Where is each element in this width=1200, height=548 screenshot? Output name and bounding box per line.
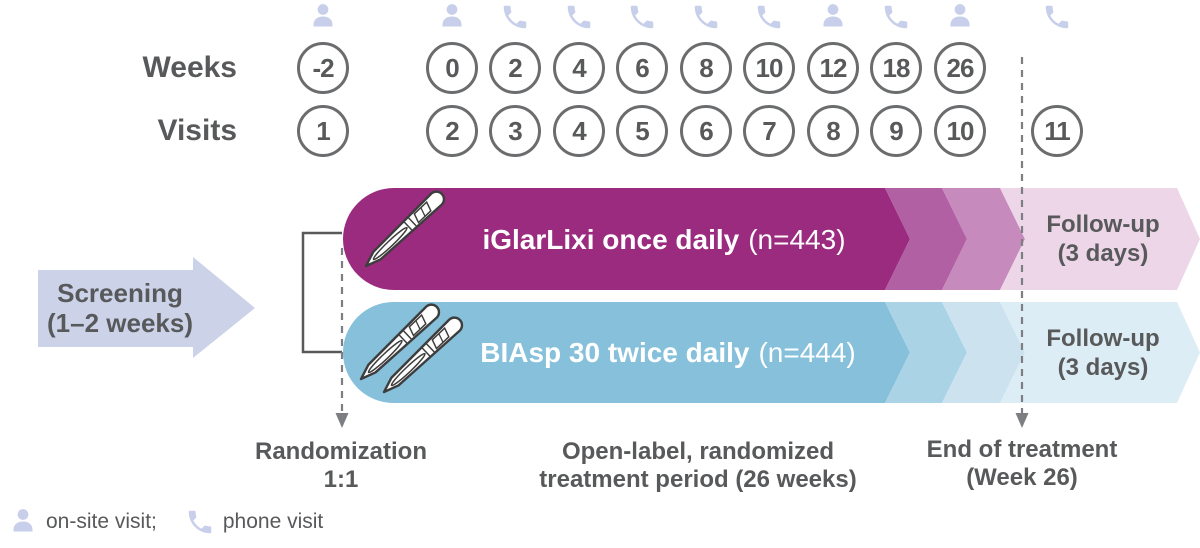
arm1-followup-line2: (3 days) (1057, 240, 1149, 267)
arm2-followup-line1: Follow-up (1046, 325, 1160, 352)
visit-circle: 2 (426, 105, 478, 157)
screening-arrow-shape (38, 257, 255, 358)
arm2-chevron-mid (885, 302, 967, 403)
person-icon (308, 2, 338, 32)
randomization-arrowhead (335, 413, 349, 428)
phone-icon (691, 2, 721, 32)
visits-label: Visits (157, 114, 238, 147)
arm1-bar (343, 188, 910, 290)
arm2-chevron-light (942, 302, 1025, 403)
arm1-label: iGlarLixi once daily (n=443) (482, 224, 845, 256)
week-circle: 2 (489, 42, 541, 94)
visit-circle: 7 (743, 105, 795, 157)
end-of-treatment-line1: End of treatment (926, 436, 1118, 463)
week-circle: -2 (297, 42, 349, 94)
visit-circle: 5 (616, 105, 668, 157)
arm1-followup-arrow (1000, 188, 1200, 290)
person-icon (437, 2, 467, 32)
arm2-name: BIAsp 30 twice daily (480, 337, 750, 368)
week-circle: 8 (680, 42, 732, 94)
visit-circle: 10 (934, 105, 986, 157)
phone-icon (185, 507, 215, 537)
arm2-followup-line2: (3 days) (1057, 354, 1149, 381)
legend-phone-label: phone visit (222, 510, 324, 533)
visit-circle: 6 (680, 105, 732, 157)
weeks-label: Weeks (142, 51, 237, 84)
end-of-treatment-arrowhead (1015, 413, 1029, 428)
arm1-name: iGlarLixi once daily (482, 224, 740, 255)
randomization-line2: 1:1 (323, 466, 359, 493)
visit-circle: 11 (1031, 105, 1083, 157)
legend: on-site visit; phone visit (8, 507, 329, 537)
randomization-line1: Randomization (255, 438, 427, 465)
arm1-followup-line1: Follow-up (1046, 211, 1160, 238)
arm2-followup-arrow (1000, 302, 1200, 403)
arm1-followup-label: Follow-up (3 days) (1046, 210, 1159, 268)
end-of-treatment-note: End of treatment (Week 26) (927, 436, 1118, 492)
treatment-period-line2: treatment period (26 weeks) (539, 466, 857, 493)
arm2-bar (343, 302, 910, 403)
week-circle: 26 (934, 42, 986, 94)
arm2-followup-label: Follow-up (3 days) (1046, 324, 1159, 382)
phone-icon (881, 2, 911, 32)
person-icon (8, 507, 38, 537)
week-circle: 6 (616, 42, 668, 94)
arm1-chevron-mid (885, 188, 967, 290)
end-of-treatment-line2: (Week 26) (966, 464, 1078, 491)
week-circle: 0 (426, 42, 478, 94)
visit-circle: 1 (297, 105, 349, 157)
week-circle: 12 (807, 42, 859, 94)
phone-icon (500, 2, 530, 32)
arm2-label: BIAsp 30 twice daily (n=444) (480, 337, 856, 369)
treatment-period-line1: Open-label, randomized (561, 438, 835, 465)
phone-icon (1042, 2, 1072, 32)
randomization-bracket (301, 231, 342, 354)
legend-onsite-label: on-site visit; (46, 510, 157, 533)
phone-icon (754, 2, 784, 32)
visit-circle: 4 (553, 105, 605, 157)
arm1-chevron-light (942, 188, 1025, 290)
arm2-n: (n=444) (758, 337, 856, 368)
phone-icon (627, 2, 657, 32)
visit-circle: 9 (870, 105, 922, 157)
visit-circle: 3 (489, 105, 541, 157)
screening-label: Screening (1–2 weeks) (47, 278, 193, 338)
randomization-note: Randomization 1:1 (255, 438, 427, 494)
week-circle: 4 (553, 42, 605, 94)
person-icon (818, 2, 848, 32)
screening-line2: (1–2 weeks) (47, 308, 193, 338)
arm1-n: (n=443) (748, 224, 846, 255)
treatment-period-note: Open-label, randomized treatment period … (539, 438, 856, 494)
week-circle: 18 (870, 42, 922, 94)
screening-line1: Screening (57, 278, 183, 308)
visit-circle: 8 (807, 105, 859, 157)
week-circle: 10 (743, 42, 795, 94)
phone-icon (564, 2, 594, 32)
person-icon (945, 2, 975, 32)
